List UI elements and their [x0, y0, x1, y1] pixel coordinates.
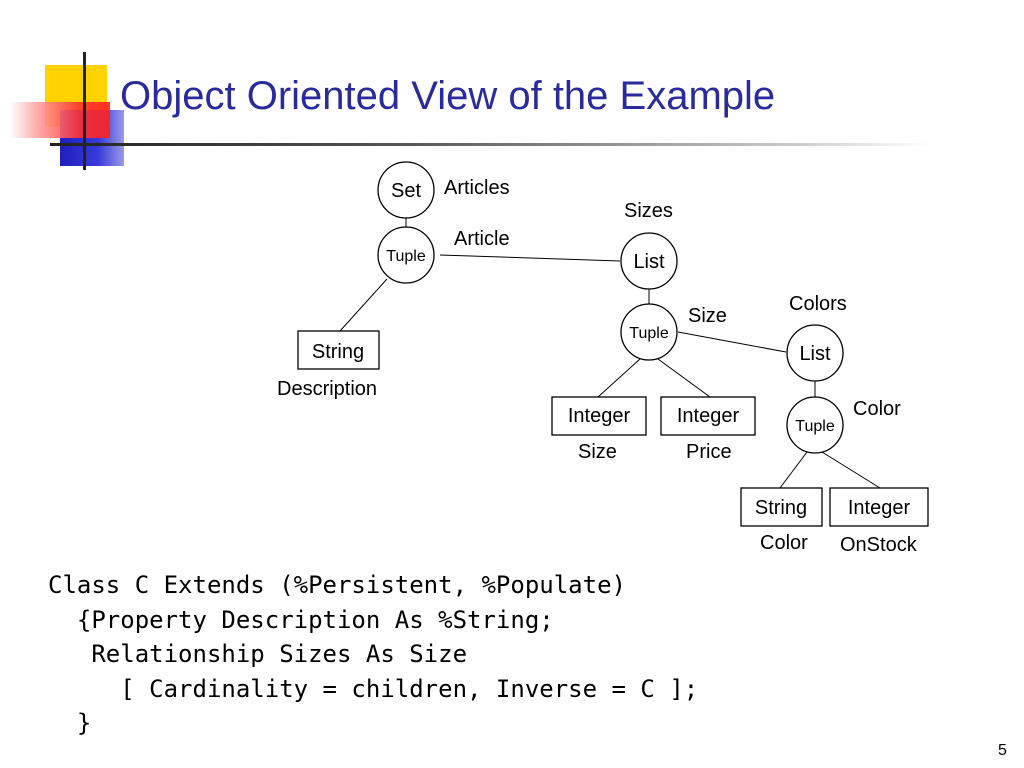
label-article: Article [454, 228, 510, 250]
title-underline [50, 143, 930, 146]
node-string-description [297, 330, 380, 370]
node-set-label: Set [391, 180, 421, 202]
edge-tuple-string-color [779, 451, 808, 489]
edge-tuple-integer-price [657, 358, 711, 398]
node-string-color-label: String [755, 497, 807, 519]
node-list-colors [786, 324, 844, 382]
code-line: {Property Description As %String; [48, 605, 554, 634]
label-size-attribute: Size [578, 441, 617, 463]
label-colors: Colors [789, 293, 847, 315]
node-string-color [740, 487, 823, 527]
page-number: 5 [998, 742, 1007, 759]
slide-title: Object Oriented View of the Example [120, 74, 776, 118]
diagram-node-labels: Set Tuple List Tuple List Tuple String I… [312, 180, 911, 519]
code-line: Relationship Sizes As Size [48, 640, 468, 668]
edge-tuple-integer-onstock [821, 451, 881, 489]
code-block: Class C Extends (%Persistent, %Populate)… [48, 568, 698, 741]
label-articles: Articles [444, 177, 510, 199]
label-color-attribute: Color [760, 532, 808, 554]
node-integer-price-label: Integer [677, 405, 740, 427]
decor-red-bar [10, 102, 110, 138]
node-integer-size-label: Integer [568, 405, 631, 427]
diagram-edge-labels: Articles Article Sizes Size Colors Color… [277, 177, 918, 556]
node-tuple-size [620, 303, 678, 361]
edge-article-sizes [439, 254, 621, 262]
node-integer-price [660, 396, 756, 436]
label-sizes: Sizes [624, 200, 673, 222]
node-set [377, 161, 435, 219]
node-tuple-size-label: Tuple [629, 325, 669, 342]
node-tuple-article-label: Tuple [386, 248, 426, 265]
edge-size-colors [677, 331, 787, 353]
node-integer-onstock-label: Integer [848, 497, 911, 519]
edge-tuple-description [339, 278, 388, 332]
node-integer-onstock [829, 487, 929, 527]
node-tuple-color-label: Tuple [795, 418, 835, 435]
node-integer-size [551, 396, 647, 436]
label-description: Description [277, 378, 377, 400]
node-list-colors-label: List [799, 343, 831, 365]
label-size-relationship: Size [688, 305, 727, 327]
decor-vertical-line [83, 52, 86, 170]
code-line: } [48, 709, 92, 737]
node-tuple-article [377, 226, 435, 284]
label-color-relationship: Color [853, 398, 901, 420]
node-tuple-color [786, 396, 844, 454]
diagram-nodes [297, 161, 929, 527]
node-list-sizes-label: List [633, 251, 665, 273]
node-list-sizes [620, 232, 678, 290]
label-onstock: OnStock [840, 534, 918, 556]
label-price: Price [686, 441, 732, 463]
code-line: [ Cardinality = children, Inverse = C ]; [48, 674, 699, 703]
node-string-description-label: String [312, 341, 364, 363]
edge-tuple-integer-size [597, 358, 641, 398]
code-line: Class C Extends (%Persistent, %Populate) [48, 571, 626, 599]
